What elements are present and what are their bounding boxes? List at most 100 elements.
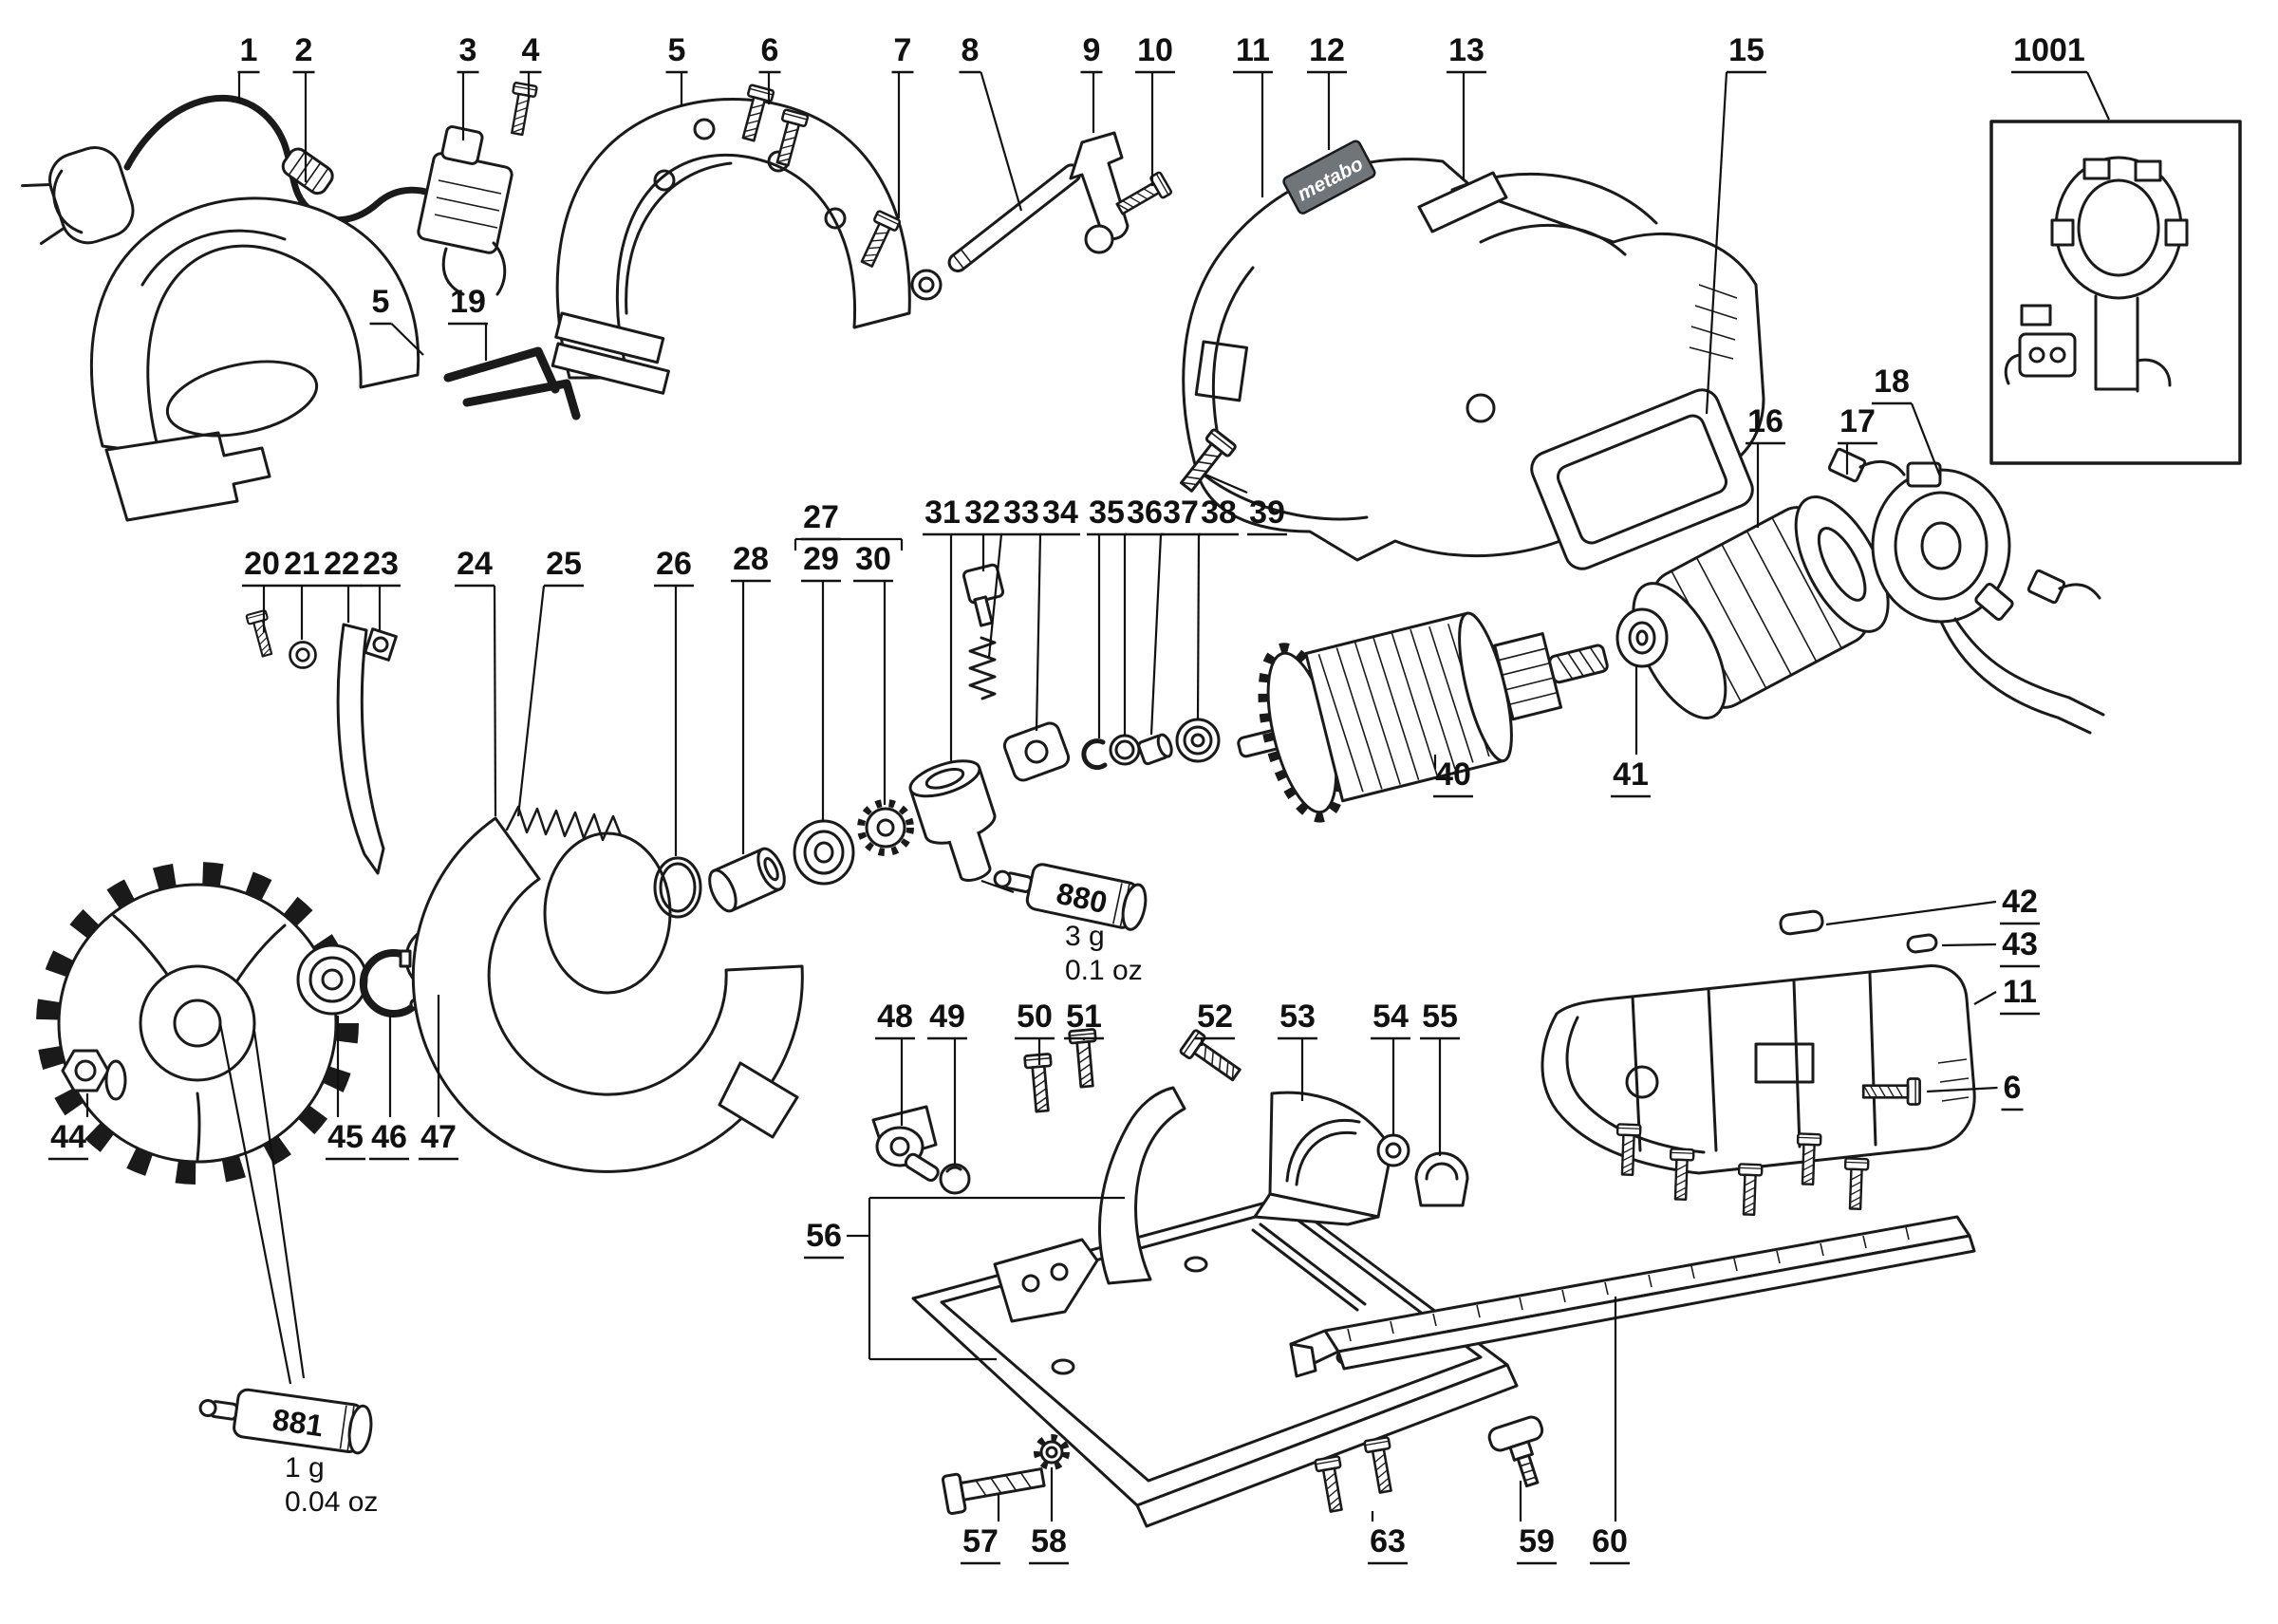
leader-line-43 <box>1941 943 1997 947</box>
part-label-59: 59 <box>1519 1523 1555 1559</box>
part-label-35: 35 <box>1089 495 1125 531</box>
part-cord-sleeve <box>281 147 334 196</box>
part-label-37: 37 <box>1163 495 1199 531</box>
tube-880-amount-alt: 0.1 oz <box>1065 955 1143 986</box>
part-label-60: 60 <box>1592 1523 1628 1559</box>
part-spring-33 <box>968 636 997 700</box>
part-cover-plate-15 <box>1530 388 1754 570</box>
part-pin-43 <box>1906 933 1938 954</box>
part-label-42: 42 <box>2002 884 2038 920</box>
part-label-3: 3 <box>459 32 477 68</box>
part-label-8: 8 <box>962 32 980 68</box>
part-label-45: 45 <box>327 1119 364 1155</box>
part-guide-quadrant-53 <box>1253 1091 1393 1226</box>
part-label-24: 24 <box>457 546 493 582</box>
part-star-washer-58 <box>1034 1434 1070 1470</box>
part-label-26: 26 <box>656 546 692 582</box>
part-label-28: 28 <box>733 541 769 577</box>
part-label-5: 5 <box>372 284 390 320</box>
leader-line-37 <box>1149 533 1163 736</box>
part-carbon-brushes-17 <box>1827 447 2101 605</box>
leader-line-33 <box>987 533 1003 658</box>
tube-881-amount-alt: 0.04 oz <box>285 1486 378 1518</box>
part-cap-55 <box>1414 1151 1469 1207</box>
part-flange-45 <box>296 943 368 1016</box>
part-label-41: 41 <box>1613 756 1649 793</box>
part-label-25: 25 <box>546 546 582 582</box>
part-label-6: 6 <box>761 32 779 68</box>
part-label-11: 11 <box>1236 32 1270 68</box>
part-lock-button-32 <box>962 563 1005 627</box>
part-label-63: 63 <box>1370 1523 1406 1559</box>
leader-line-6 <box>1926 1086 1998 1093</box>
part-label-21: 21 <box>284 546 320 582</box>
part-bolt-8 <box>947 163 1082 272</box>
part-grease-tube-881: 881 <box>198 1388 373 1455</box>
part-sleeve-37 <box>1137 733 1173 766</box>
part-label-27: 27 <box>803 499 839 535</box>
part-label-46: 46 <box>371 1119 407 1155</box>
part-label-48: 48 <box>877 999 913 1035</box>
part-label-44: 44 <box>50 1119 86 1155</box>
part-label-30: 30 <box>855 541 891 577</box>
part-stator-16 <box>1632 495 1890 719</box>
leader-line-42 <box>1825 900 1997 926</box>
part-oring-26 <box>653 856 702 919</box>
part-label-49: 49 <box>929 999 965 1035</box>
part-bearing-28 <box>708 847 786 913</box>
part-label-18: 18 <box>1874 364 1910 400</box>
part-washer-54 <box>1376 1133 1410 1167</box>
part-allen-keys <box>443 346 581 420</box>
part-wiring-inset-1001 <box>1989 120 2242 465</box>
part-circlip-35 <box>1081 738 1108 771</box>
part-bearing-41 <box>1615 607 1669 668</box>
part-label-6: 6 <box>2004 1070 2022 1106</box>
part-grease-tube-880: 880 <box>993 863 1148 931</box>
part-spindle-31 <box>908 759 997 882</box>
leader-line-18 <box>1910 402 1942 477</box>
part-switch <box>417 125 513 296</box>
part-screw-4 <box>504 81 538 138</box>
part-pin-42 <box>1779 909 1824 936</box>
tube-881-label: 881 <box>271 1402 326 1443</box>
part-screw-10 <box>1112 170 1173 221</box>
tube-881-amount: 1 g <box>285 1452 325 1484</box>
part-label-38: 38 <box>1201 495 1237 531</box>
part-label-17: 17 <box>1839 403 1876 439</box>
part-label-32: 32 <box>964 495 1000 531</box>
part-label-31: 31 <box>924 495 961 531</box>
part-label-43: 43 <box>2002 926 2038 962</box>
part-square-nut-23 <box>364 627 398 662</box>
part-button-49 <box>939 1163 971 1195</box>
leader-line-39 <box>1204 473 1248 495</box>
part-label-10: 10 <box>1137 32 1173 68</box>
tube-880-amount: 3 g <box>1065 921 1105 952</box>
part-bolt-57 <box>941 1467 1046 1516</box>
part-plate-34 <box>1002 721 1071 782</box>
part-label-56: 56 <box>806 1218 842 1254</box>
part-label-4: 4 <box>522 32 540 68</box>
part-label-12: 12 <box>1309 32 1345 68</box>
part-riving-strip-22 <box>336 623 385 875</box>
part-ring-36 <box>1109 734 1141 766</box>
part-label-36: 36 <box>1127 495 1163 531</box>
part-label-13: 13 <box>1448 32 1484 68</box>
part-label-51: 51 <box>1066 999 1102 1035</box>
part-armature-40 <box>1237 611 1609 823</box>
part-handle-housing-upper <box>551 97 911 395</box>
part-bearing-shield-18 <box>1871 461 2105 735</box>
part-label-2: 2 <box>295 32 313 68</box>
part-label-1001: 1001 <box>2013 32 2085 68</box>
part-label-53: 53 <box>1279 999 1316 1035</box>
leader-line-1001 <box>2086 71 2110 121</box>
part-label-54: 54 <box>1372 999 1409 1035</box>
leader-line-11 <box>1973 991 1997 1005</box>
leader-line-15 <box>1705 71 1728 415</box>
part-label-11: 11 <box>2003 974 2037 1010</box>
part-label-20: 20 <box>244 546 280 582</box>
part-label-7: 7 <box>894 32 912 68</box>
part-label-9: 9 <box>1083 32 1101 68</box>
part-label-29: 29 <box>803 541 839 577</box>
